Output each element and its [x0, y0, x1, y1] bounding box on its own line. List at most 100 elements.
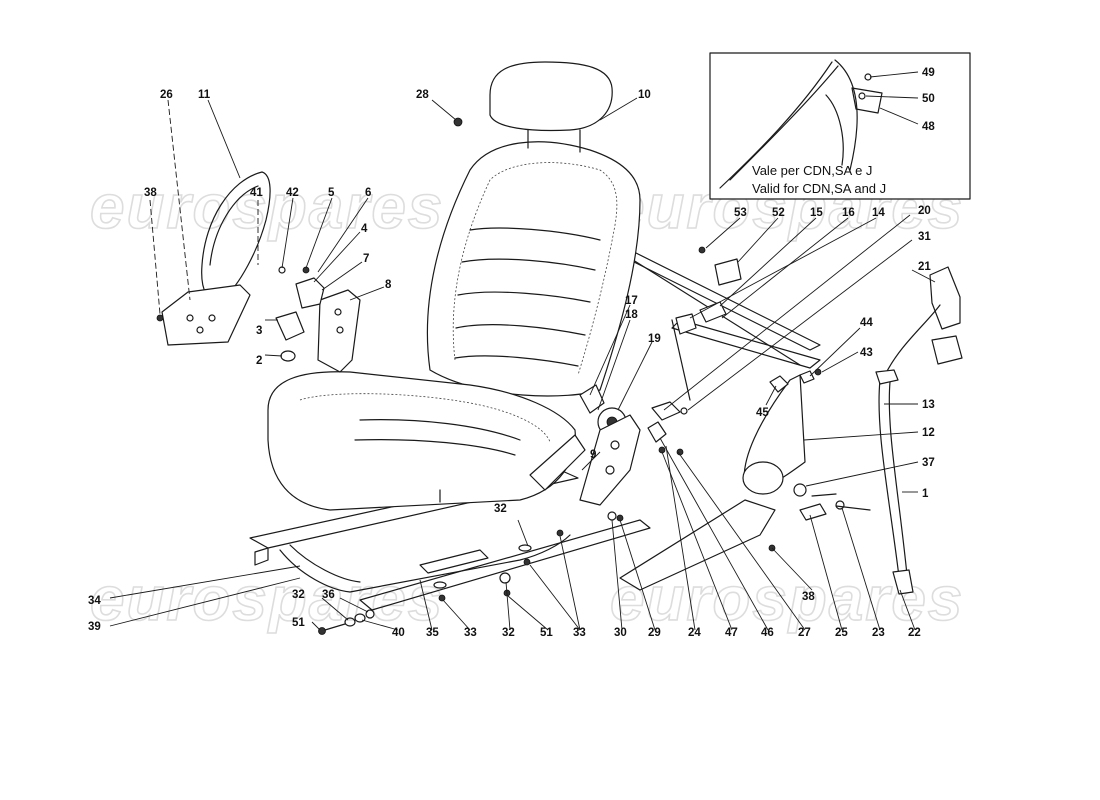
part-label-35: 35	[426, 627, 439, 639]
leader-12	[803, 431, 919, 441]
part-label-39: 39	[88, 621, 101, 633]
leader-38-right	[771, 547, 813, 591]
backrest-rib-1	[469, 227, 601, 241]
bracket-hole-1	[334, 308, 342, 316]
leader-42	[281, 197, 294, 269]
bolt-33-right	[556, 529, 564, 537]
inset-body-edge	[719, 61, 833, 189]
part-label-41: 41	[250, 187, 263, 199]
washer-37	[793, 483, 807, 497]
leader-49	[869, 71, 919, 78]
part-label-20: 20	[918, 205, 931, 217]
part-label-5: 5	[328, 187, 335, 199]
clip-44	[799, 370, 815, 384]
part-label-1: 1	[922, 488, 929, 500]
bracket-hole-2	[336, 326, 344, 334]
belt-anchor-22	[892, 569, 914, 595]
seat-belt	[793, 266, 963, 595]
part-label-19: 19	[648, 333, 661, 345]
frame-crossbar	[671, 319, 821, 369]
belt-guide-plate	[875, 369, 899, 385]
leader-38-left	[149, 199, 161, 315]
leader-2	[264, 354, 283, 357]
leader-5	[305, 197, 333, 269]
part-label-13: 13	[922, 399, 935, 411]
part-label-14: 14	[872, 207, 885, 219]
recliner-knob-4	[295, 277, 325, 309]
washer-32-left	[344, 617, 356, 627]
inset-door-contour	[825, 94, 844, 166]
leader-10	[599, 97, 638, 121]
leader-32-left	[321, 597, 349, 621]
cover-hole-2	[208, 314, 216, 322]
leader-35	[419, 579, 433, 631]
part-label-7: 7	[363, 253, 369, 265]
leader-14	[689, 217, 877, 319]
bracket-plate-8	[317, 289, 361, 373]
washer-31	[680, 407, 688, 415]
knob-2	[280, 350, 296, 362]
part-label-3: 3	[256, 325, 262, 337]
fasteners-bottom	[318, 117, 776, 635]
leader-20	[663, 214, 911, 411]
part-label-18: 18	[625, 309, 638, 321]
washer-32-mid	[499, 572, 511, 584]
part-labels: 26 11 38 41 42 5 6 4 7 8 3 2 28 10 49 50…	[88, 67, 935, 639]
leader-8	[349, 286, 385, 301]
bolt-33-mid	[523, 558, 531, 566]
leader-29	[619, 519, 656, 631]
reel-cover-37	[742, 461, 784, 495]
belt-retractor-21	[929, 266, 961, 330]
part-label-33-left: 33	[464, 627, 477, 639]
part-label-50: 50	[922, 93, 935, 105]
rail-right-upper	[359, 519, 651, 611]
leader-25	[809, 514, 843, 631]
leader-47	[661, 451, 733, 631]
part-label-25: 25	[835, 627, 848, 639]
part-label-17: 17	[625, 295, 638, 307]
sill-trim-38	[619, 499, 776, 591]
part-label-27: 27	[798, 627, 811, 639]
watermark-bottom-left: eurospares	[90, 565, 444, 634]
washer-32-upper	[518, 544, 532, 552]
inset-bracket-48	[851, 87, 883, 114]
leader-34	[109, 565, 301, 599]
seat-backrest	[426, 141, 641, 397]
backrest-rib-4	[455, 324, 586, 336]
backrest-rib-5	[454, 355, 579, 367]
leader-21	[911, 269, 936, 283]
leader-9	[581, 451, 601, 471]
cushion-rib-1	[359, 419, 521, 441]
plate-17	[579, 384, 605, 414]
lever-46	[647, 421, 667, 443]
inset-detail: Vale per CDN,SA e J Valid for CDN,SA and…	[709, 52, 971, 200]
hinge-plate-9	[579, 414, 641, 506]
upper-brackets	[675, 246, 742, 335]
part-label-32-upper: 32	[494, 503, 507, 515]
part-label-23: 23	[872, 627, 885, 639]
watermark-top-left: eurospares	[90, 173, 444, 242]
bolt-51-left-shaft	[324, 623, 346, 631]
backrest-stitch-line	[452, 162, 618, 376]
leader-32-upper	[517, 519, 529, 547]
inset-door-line	[834, 59, 858, 171]
part-label-43: 43	[860, 347, 873, 359]
headrest	[489, 61, 613, 153]
belt-webbing-13-edge	[888, 381, 909, 586]
part-label-44: 44	[860, 317, 873, 329]
leader-46	[659, 437, 769, 631]
headrest-pad	[489, 61, 613, 132]
cushion-side-bracket	[529, 434, 586, 491]
part-label-36: 36	[322, 589, 335, 601]
part-label-52: 52	[772, 207, 785, 219]
handle-3	[275, 311, 305, 341]
part-label-37: 37	[922, 457, 935, 469]
inset-body-edge-inner	[729, 65, 839, 181]
leader-6	[317, 197, 369, 273]
runner-frame-35	[279, 534, 571, 593]
leader-18	[597, 319, 631, 411]
part-label-30: 30	[614, 627, 627, 639]
leader-48	[879, 107, 919, 125]
part-label-26: 26	[160, 89, 173, 101]
